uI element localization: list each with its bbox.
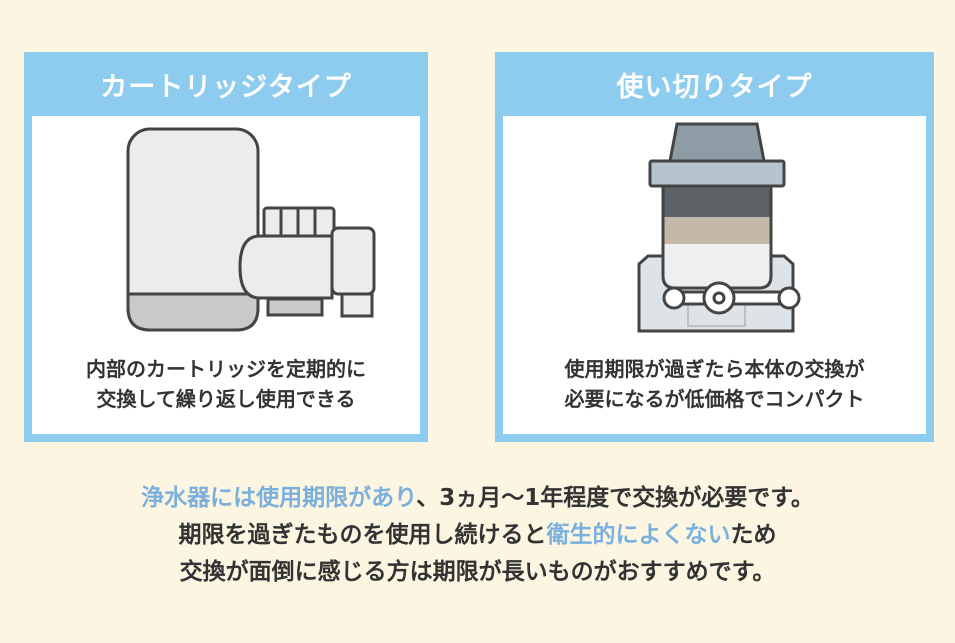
cartridge-type-body: 内部のカートリッジを定期的に 交換して繰り返し使用できる — [32, 116, 420, 434]
summary-line1: 浄水器には使用期限があり、3ヵ月〜1年程度で交換が必要です。 — [0, 480, 955, 517]
summary-highlight-2: 衛生的によくない — [546, 522, 731, 548]
disposable-caption-line2: 必要になるが低価格でコンパクト — [564, 387, 865, 411]
summary-line1-rest: 、3ヵ月〜1年程度で交換が必要です。 — [416, 485, 814, 511]
faucet-filter-icon — [126, 127, 376, 332]
summary-line3: 交換が面倒に感じる方は期限が長いものがおすすめです。 — [179, 559, 776, 585]
disposable-caption-line1: 使用期限が過ぎたら本体の交換が — [564, 357, 865, 381]
summary-line2-end: ため — [730, 522, 777, 548]
summary-text: 浄水器には使用期限があり、3ヵ月〜1年程度で交換が必要です。 期限を過ぎたものを… — [0, 480, 955, 591]
disposable-type-body: 使用期限が過ぎたら本体の交換が 必要になるが低価格でコンパクト — [503, 116, 926, 434]
cartridge-type-title: カートリッジタイプ — [100, 71, 352, 103]
disposable-type-caption: 使用期限が過ぎたら本体の交換が 必要になるが低価格でコンパクト — [503, 354, 926, 414]
disposable-type-title: 使い切りタイプ — [616, 71, 813, 103]
pitcher-filter-icon — [637, 122, 801, 333]
summary-line2: 期限を過ぎたものを使用し続けると衛生的によくないため — [0, 517, 955, 554]
cartridge-type-card: カートリッジタイプ 内部のカートリッジを定期的に 交換して繰り返し使用できる — [24, 52, 428, 442]
cartridge-caption-line2: 交換して繰り返し使用できる — [96, 387, 356, 411]
summary-line2-start: 期限を過ぎたものを使用し続けると — [178, 522, 547, 548]
cartridge-caption-line1: 内部のカートリッジを定期的に — [86, 357, 366, 381]
summary-highlight-1: 浄水器には使用期限があり — [141, 485, 417, 511]
cartridge-type-caption: 内部のカートリッジを定期的に 交換して繰り返し使用できる — [32, 354, 420, 414]
disposable-type-card: 使い切りタイプ 使用期限が過ぎたら本体の交換が 必要になるが低価格でコンパクト — [495, 52, 934, 442]
